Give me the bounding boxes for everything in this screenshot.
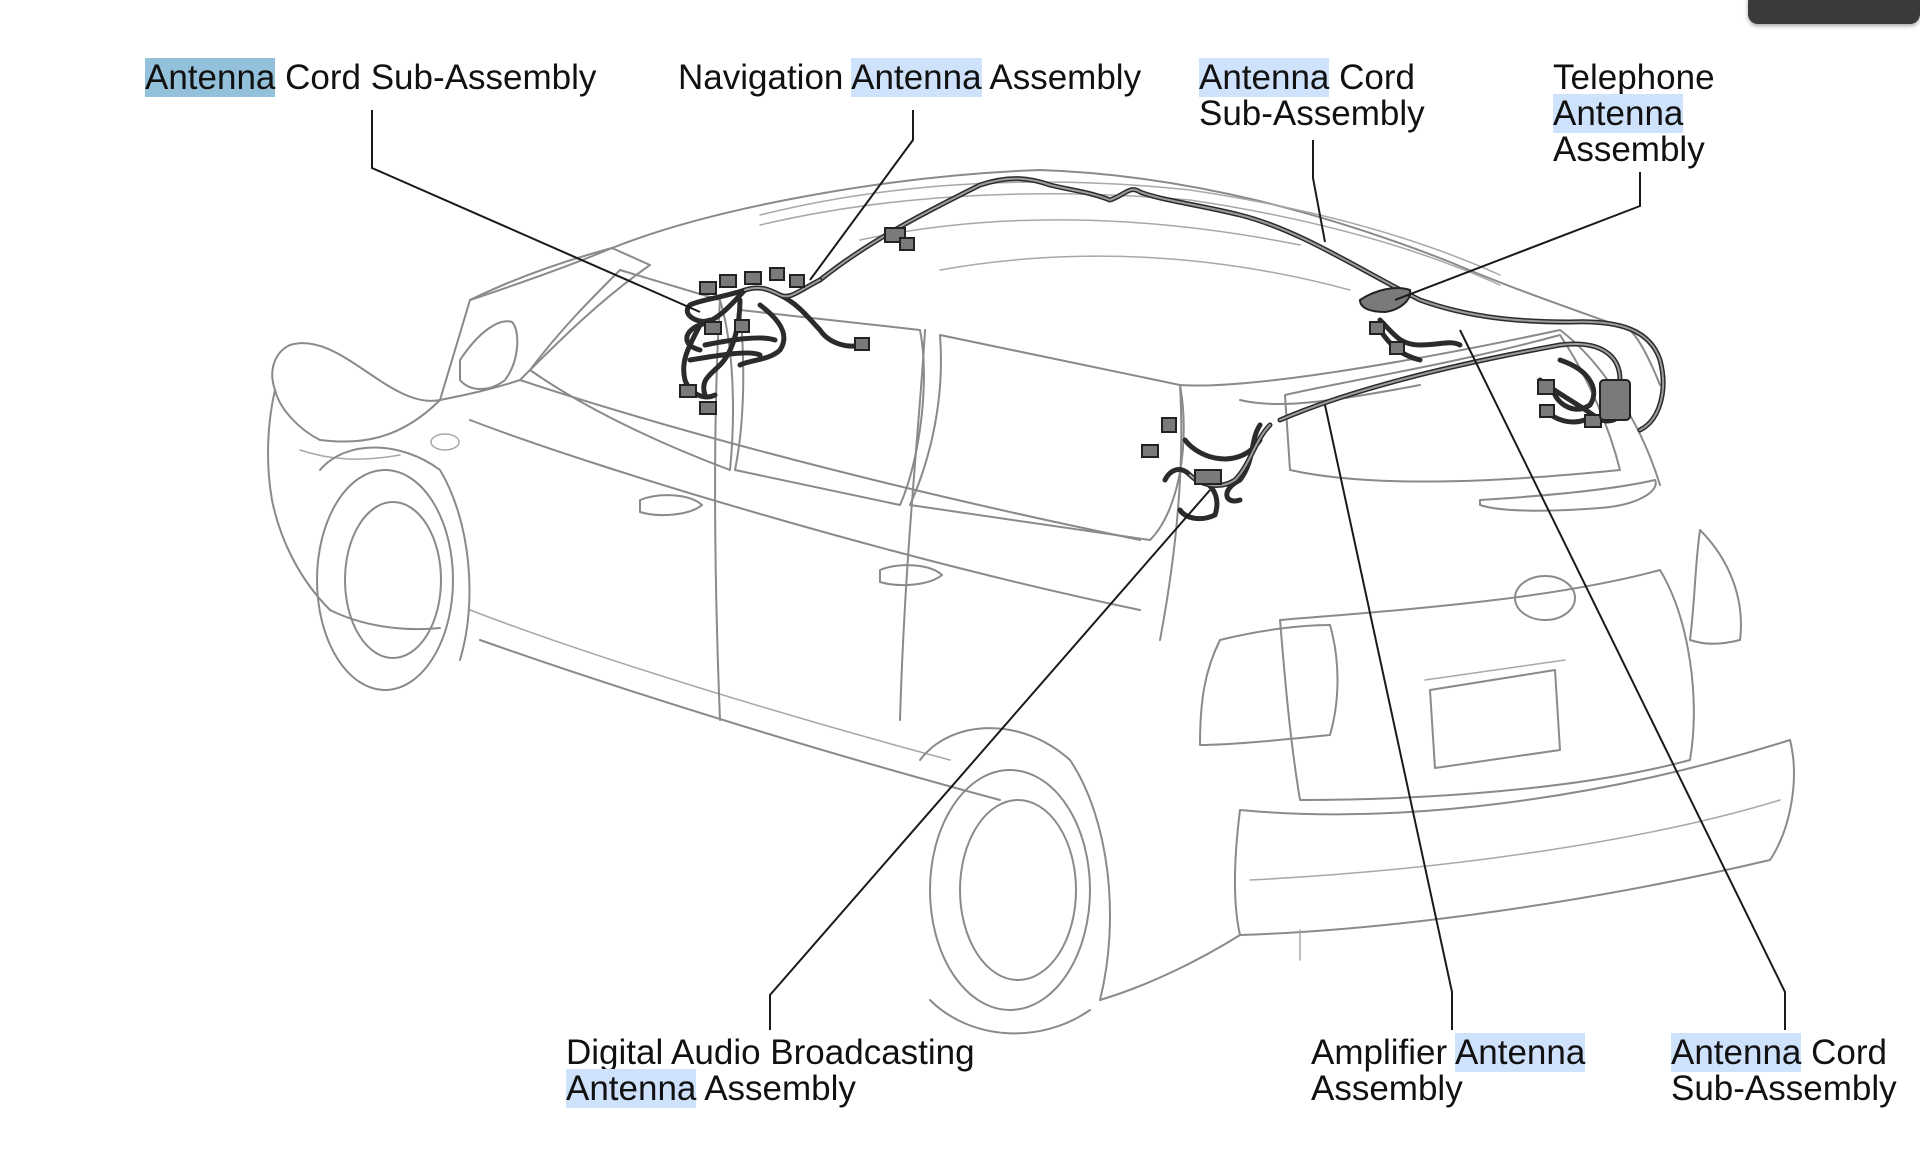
label-highlight: Antenna (1454, 1033, 1586, 1072)
label-dab-antenna[interactable]: Digital Audio Broadcasting Antenna Assem… (566, 1033, 975, 1108)
label-antenna-cord-rear[interactable]: Antenna Cord Sub-Assembly (1671, 1033, 1897, 1108)
label-antenna-cord-roof[interactable]: Antenna Cord Sub-Assembly (1199, 58, 1425, 133)
label-highlight: Antenna (566, 1069, 697, 1108)
label-text: Sub-Assembly (1671, 1069, 1897, 1108)
label-amplifier-antenna[interactable]: Amplifier Antenna Assembly (1311, 1033, 1586, 1108)
label-highlight: Antenna (1199, 58, 1330, 97)
leader-cord-front-left (371, 110, 701, 313)
antenna-cables (681, 176, 1666, 522)
label-text: Navigation (678, 58, 852, 97)
label-text: Cord (1801, 1033, 1887, 1072)
leader-navigation (809, 110, 914, 281)
label-text: Assembly (696, 1069, 856, 1108)
label-telephone-antenna[interactable]: Telephone Antenna Assembly (1553, 60, 1715, 168)
amplifier-icon (1599, 379, 1631, 421)
label-text: Cord Sub-Assembly (275, 58, 597, 97)
vehicle-outline (267, 169, 1795, 1035)
label-highlight: Antenna (1553, 94, 1684, 133)
label-navigation-antenna[interactable]: Navigation Antenna Assembly (678, 58, 1142, 97)
label-text: Cord (1329, 58, 1415, 97)
label-text: Digital Audio Broadcasting (566, 1033, 975, 1072)
leader-cord-rear (1459, 329, 1786, 1030)
label-text: Amplifier (1311, 1033, 1455, 1072)
label-text: Assembly (1311, 1069, 1463, 1108)
window-corner-control (1748, 0, 1920, 24)
connectors (679, 227, 1631, 485)
leader-dab (769, 489, 1211, 1030)
label-text: Assembly (1553, 130, 1705, 169)
label-text: Telephone (1553, 58, 1715, 97)
label-highlight: Antenna (1671, 1033, 1802, 1072)
leader-telephone (1394, 172, 1641, 301)
label-text: Sub-Assembly (1199, 94, 1425, 133)
leader-lines (371, 110, 1786, 1030)
label-highlight: Antenna (145, 58, 276, 97)
label-text: Assembly (981, 58, 1142, 97)
leader-cord-roof (1312, 140, 1326, 243)
label-antenna-cord-front-left[interactable]: Antenna Cord Sub-Assembly (145, 58, 597, 97)
leader-amplifier (1324, 404, 1453, 1030)
label-highlight: Antenna (851, 58, 982, 97)
telephone-antenna-icon (1358, 287, 1412, 314)
